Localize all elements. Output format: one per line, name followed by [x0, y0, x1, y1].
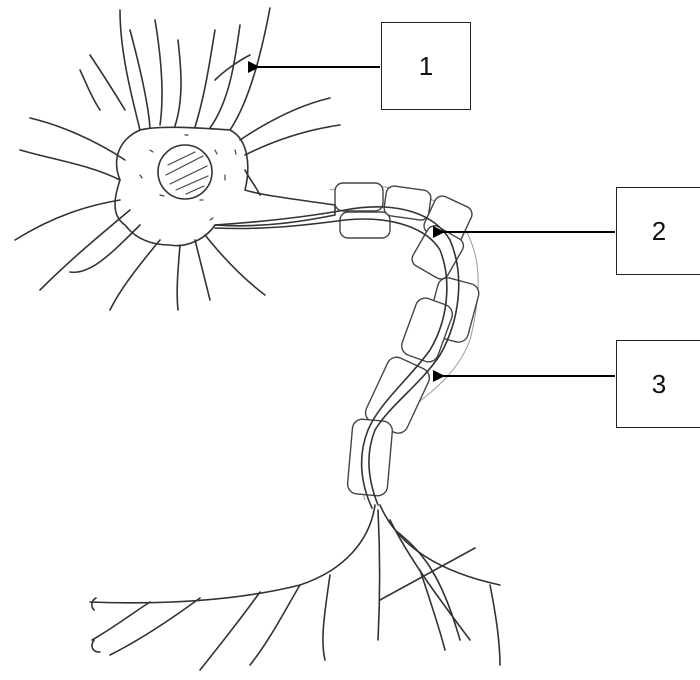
label-1-text: 1 [419, 51, 433, 82]
label-2-text: 2 [652, 216, 666, 247]
label-box-2: 2 [616, 187, 700, 275]
dendrites [15, 8, 340, 310]
myelin-sheath [335, 183, 481, 497]
label-3-text: 3 [652, 369, 666, 400]
axon-terminals [90, 505, 500, 670]
label-box-3: 3 [616, 340, 700, 428]
axon [215, 183, 481, 508]
nucleus [158, 145, 212, 199]
label-box-1: 1 [381, 22, 471, 110]
